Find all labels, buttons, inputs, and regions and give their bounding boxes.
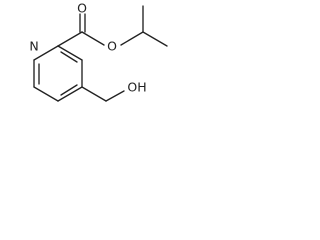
bond-c5-c6	[33, 86, 59, 102]
structure-diagram: N O O OH	[29, 1, 168, 102]
hydroxymethyl-group	[81, 86, 125, 102]
pyridine-ring	[33, 45, 83, 102]
bond-carbonyl-ester-o	[81, 31, 105, 46]
bond-c3-ch2	[81, 86, 107, 102]
inner-double-bond-c4-c5	[60, 84, 78, 96]
ester-oxygen-label: O	[107, 39, 117, 54]
bond-c2-c3	[57, 45, 83, 61]
nitrogen-label: N	[29, 39, 38, 54]
bond-ch2-o	[105, 90, 125, 102]
carbonyl-oxygen-label: O	[77, 1, 87, 16]
inner-double-bond-c2-c3	[60, 51, 78, 63]
bond-c2-carbonyl	[57, 31, 83, 47]
bond-c4-c5	[57, 86, 83, 102]
ester-group	[57, 5, 168, 47]
bond-n-c2	[33, 45, 59, 61]
hydroxyl-label: OH	[127, 80, 146, 95]
bond-ch-methyl-right	[142, 31, 168, 47]
bond-ester-o-ch	[120, 31, 144, 46]
